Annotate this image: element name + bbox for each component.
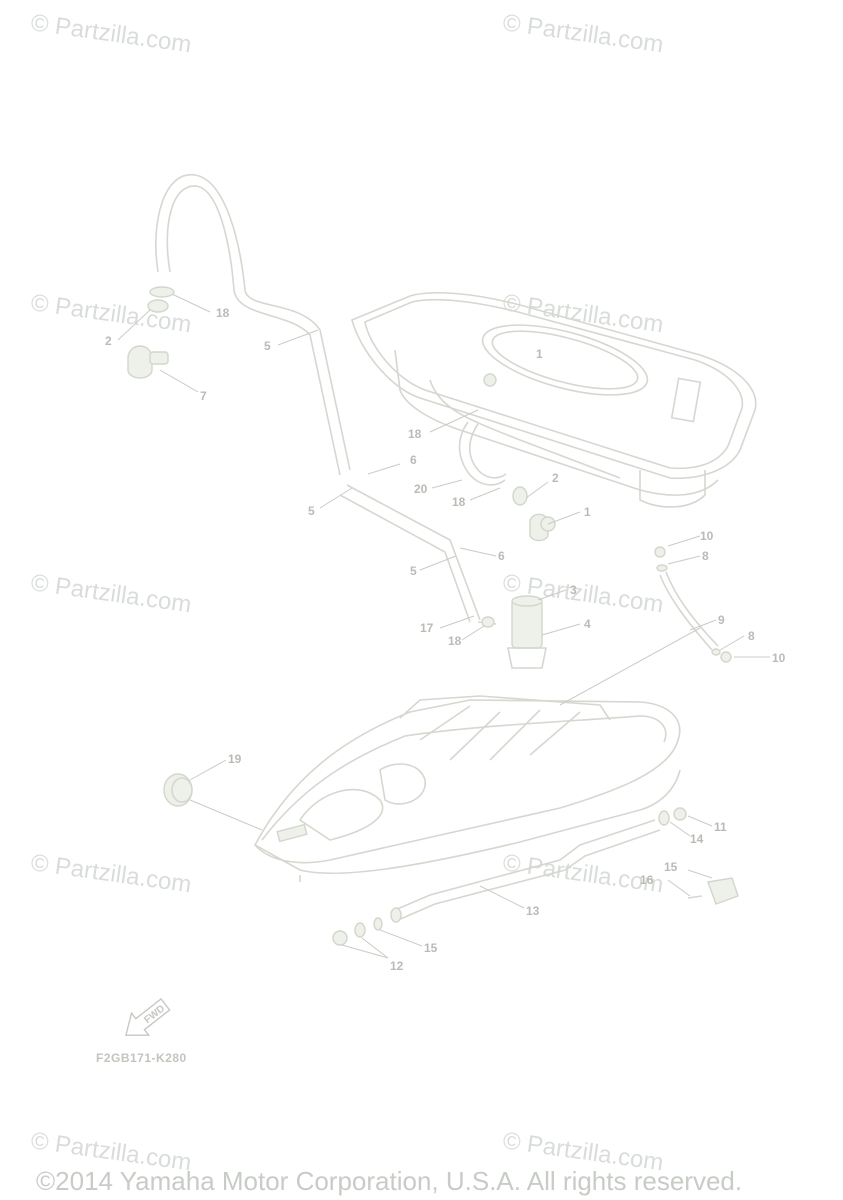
callout-9: 9	[718, 613, 725, 627]
callout-18: 18	[452, 495, 466, 509]
callout-6: 6	[498, 549, 505, 563]
callout-18: 18	[408, 427, 422, 441]
callout-19: 19	[228, 752, 242, 766]
watermark: © Partzilla.com	[501, 9, 665, 58]
callout-3: 3	[570, 583, 577, 597]
fitting-group-left	[127, 286, 175, 379]
callout-11: 11	[714, 820, 727, 834]
callouts: 18 2 7 5 1 18 6 20 18 2 5 1 10 6 8 5 3 9…	[105, 306, 786, 973]
drain-plug-19	[163, 773, 193, 807]
callout-5: 5	[264, 339, 271, 353]
callout-1: 1	[536, 347, 543, 361]
callout-10: 10	[700, 529, 714, 543]
callout-12: 12	[390, 959, 404, 973]
hose-20	[458, 421, 556, 542]
callout-15: 15	[424, 941, 438, 955]
watermark: © Partzilla.com	[29, 569, 193, 618]
watermark: © Partzilla.com	[29, 849, 193, 898]
drain-hose-9	[654, 546, 732, 663]
callout-18: 18	[448, 634, 462, 648]
copyright-notice: ©2014 Yamaha Motor Corporation, U.S.A. A…	[36, 1166, 742, 1196]
callout-13: 13	[526, 904, 540, 918]
callout-2: 2	[105, 334, 112, 348]
callout-10: 10	[772, 651, 786, 665]
callout-4: 4	[584, 617, 591, 631]
fitting-group-lower	[332, 917, 383, 946]
callout-6: 6	[410, 453, 417, 467]
callout-7: 7	[200, 389, 207, 403]
callout-5: 5	[308, 504, 315, 518]
fwd-arrow-icon: FWD	[125, 997, 171, 1036]
diagram-code: F2GB171-K280	[96, 1051, 187, 1065]
leader-lines	[117, 293, 770, 959]
callout-17: 17	[420, 621, 434, 635]
hose-13	[390, 819, 661, 923]
callout-8: 8	[702, 549, 709, 563]
callout-15: 15	[664, 860, 678, 874]
callout-16: 16	[640, 873, 654, 887]
bracket-15	[687, 877, 739, 905]
tank-housing	[351, 291, 757, 508]
hose-clamp-part	[149, 286, 175, 298]
vent-hose	[155, 174, 481, 623]
elbow-fitting-part	[127, 345, 153, 379]
callout-20: 20	[414, 482, 428, 496]
callout-8: 8	[748, 629, 755, 643]
callout-14: 14	[690, 832, 704, 846]
fitting-group-right	[658, 807, 687, 826]
callout-18: 18	[216, 306, 230, 320]
callout-2: 2	[552, 471, 559, 485]
callout-5: 5	[410, 564, 417, 578]
callout-1: 1	[584, 505, 591, 519]
watermark: © Partzilla.com	[29, 9, 193, 58]
washer-part	[147, 299, 169, 313]
breather-cylinder	[477, 595, 547, 669]
boat-hull	[254, 695, 681, 882]
